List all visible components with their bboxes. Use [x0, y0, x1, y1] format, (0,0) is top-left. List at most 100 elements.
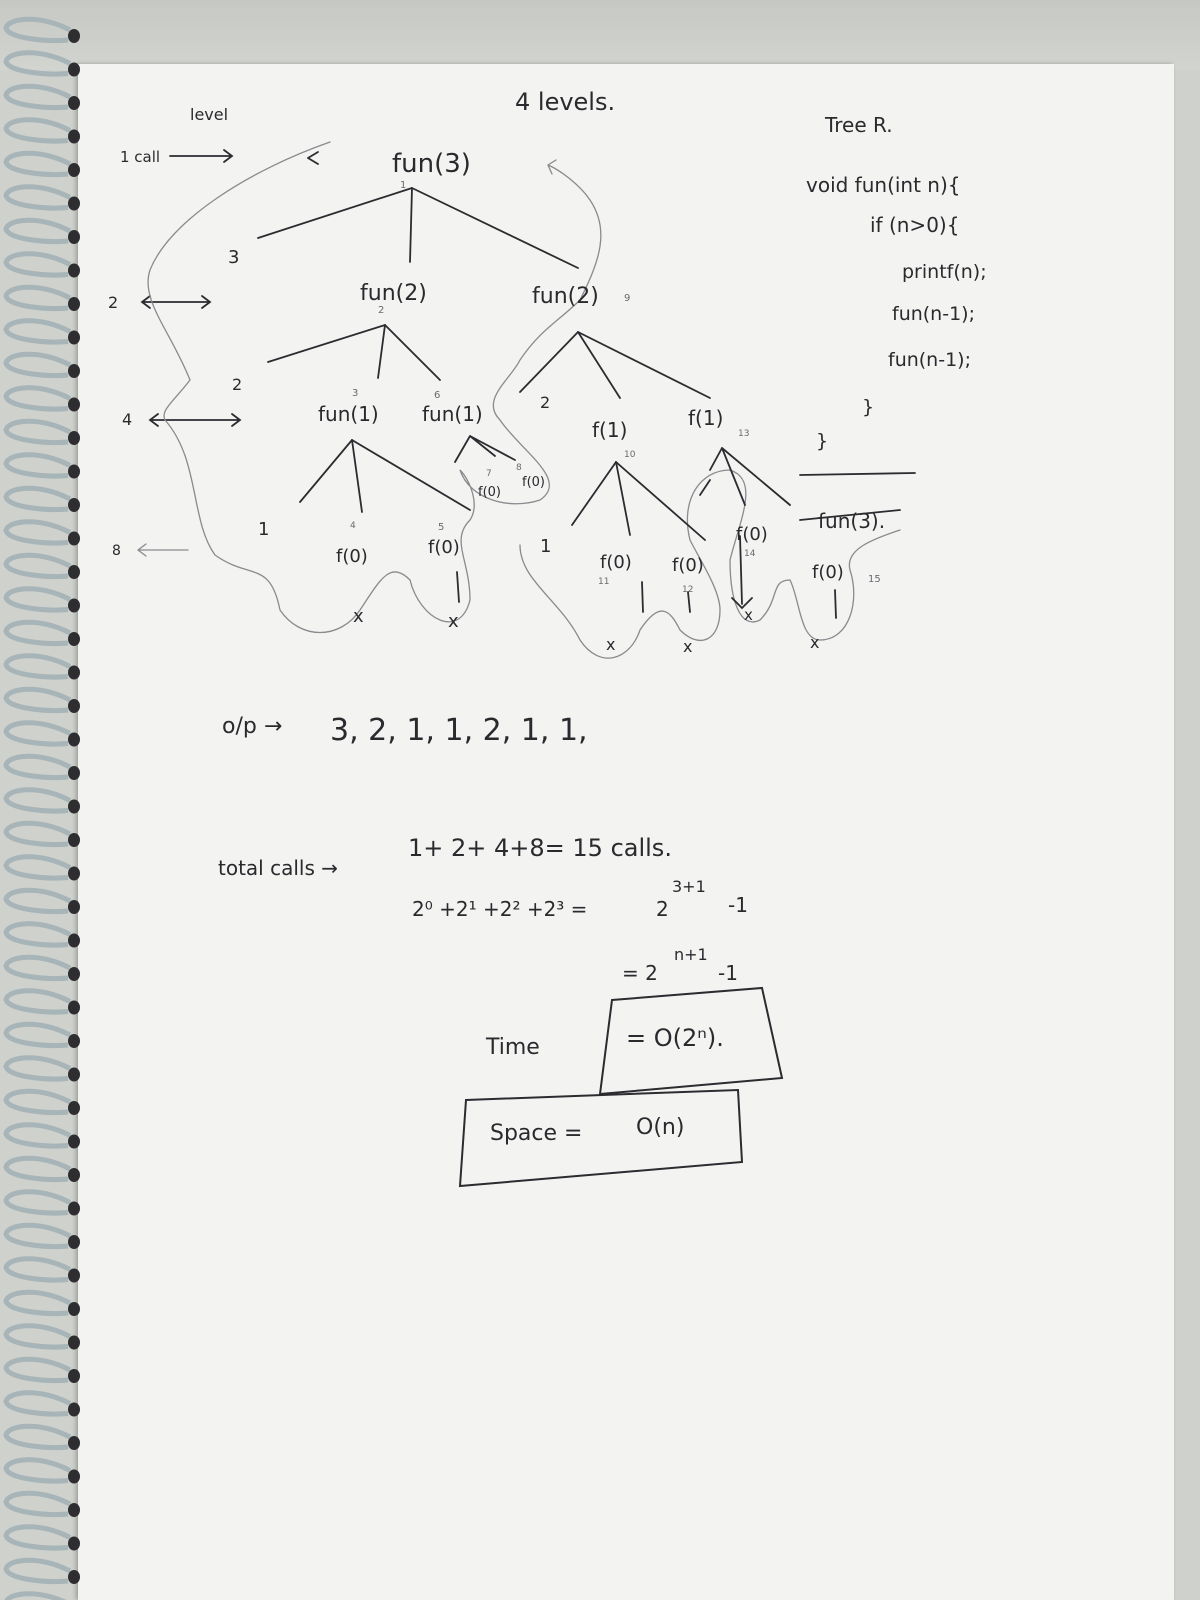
binding-hole — [68, 866, 80, 881]
terminator-1: x — [353, 606, 364, 627]
depth-number-2a: 2 — [232, 375, 242, 394]
binding-hole — [68, 1168, 80, 1182]
levels-heading: 4 levels. — [515, 88, 615, 116]
coil-ring — [3, 284, 72, 311]
tree-label: Tree R. — [824, 113, 893, 137]
node-l4-6: f(0) — [812, 562, 844, 583]
order-3: 3 — [352, 388, 358, 399]
node-l2-right: fun(2) — [532, 284, 599, 309]
total-calls-label: total calls → — [218, 856, 338, 880]
order-6: 6 — [434, 390, 440, 401]
order-9: 9 — [624, 293, 630, 304]
code-line-2: if (n>0){ — [870, 213, 959, 237]
notebook-page — [78, 64, 1174, 1600]
coil-ring — [3, 1021, 72, 1048]
call-count-math: total calls → 1+ 2+ 4+8= 15 calls. 2⁰ +2… — [218, 834, 748, 985]
time-value: = O(2ⁿ). — [626, 1024, 724, 1052]
code-line-6: } — [862, 396, 874, 418]
order-12: 12 — [682, 585, 693, 595]
coil-ring — [3, 1557, 72, 1584]
order-5: 5 — [438, 522, 444, 533]
space-value: O(n) — [636, 1115, 684, 1140]
coil-ring — [3, 452, 72, 479]
binding-hole — [68, 1436, 80, 1450]
recursion-tree: fun(3) fun(2) fun(2) fun(1) fun(1) f(1) … — [318, 149, 881, 656]
coil-ring — [3, 418, 72, 445]
binding-hole — [68, 732, 80, 747]
coil-ring — [3, 1055, 72, 1082]
spiral-binding — [3, 16, 80, 1600]
binding-hole — [68, 833, 80, 847]
node-l4-4: f(0) — [672, 555, 704, 576]
binding-hole — [68, 464, 80, 479]
binding-hole — [68, 1034, 80, 1048]
node-root: fun(3) — [392, 149, 471, 179]
binding-hole — [68, 498, 80, 512]
coil-ring — [3, 251, 72, 278]
coil-ring — [3, 83, 72, 110]
depth-number-1b: 1 — [540, 536, 551, 557]
coil-ring — [3, 1323, 72, 1350]
space-box — [458, 1088, 744, 1188]
coil-ring — [3, 1524, 72, 1551]
coil-ring — [3, 150, 72, 177]
order-4: 4 — [350, 521, 356, 531]
binding-hole — [68, 163, 80, 177]
coil-ring — [3, 1356, 72, 1383]
general-base: = 2 — [622, 961, 658, 985]
depth-number-3: 3 — [228, 247, 239, 268]
binding-hole — [68, 531, 80, 546]
space-label: Space = — [490, 1121, 582, 1146]
binding-hole — [68, 933, 80, 948]
order-14: 14 — [744, 549, 756, 559]
binding-hole — [68, 1536, 80, 1551]
coil-ring — [3, 887, 72, 914]
root-pointer-arrow — [307, 151, 319, 165]
level-4-arrow — [136, 543, 189, 557]
node-l3-1: fun(1) — [318, 402, 379, 426]
coil-ring — [3, 954, 72, 981]
coil-ring — [3, 184, 72, 211]
code-line-7: } — [816, 430, 828, 452]
coil-ring — [3, 720, 72, 747]
coil-ring — [3, 820, 72, 847]
binding-hole — [68, 967, 80, 981]
terminator-2: x — [448, 611, 459, 632]
powers-result-tail: -1 — [728, 893, 748, 917]
coil-ring — [3, 619, 72, 646]
order-8: 8 — [516, 463, 522, 473]
node-l3-2: fun(1) — [422, 402, 483, 426]
depth-number-2b: 2 — [540, 393, 550, 412]
order-11: 11 — [598, 577, 609, 587]
code-line-5: fun(n-1); — [888, 349, 971, 371]
binding-hole — [68, 632, 80, 646]
node-small-1: f(0) — [478, 485, 501, 500]
depth-number-1a: 1 — [258, 519, 269, 540]
binding-hole — [68, 598, 80, 613]
node-l4-5: f(0) — [736, 524, 768, 545]
coil-ring — [3, 1390, 72, 1417]
code-caption: fun(3). — [818, 509, 885, 533]
binding-hole — [68, 565, 80, 579]
coil-ring — [3, 1457, 72, 1484]
binding-hole — [68, 263, 80, 278]
node-l4-1: f(0) — [336, 546, 368, 567]
level-count-3: 4 — [122, 410, 132, 429]
coil-ring — [3, 1155, 72, 1182]
coil-ring — [3, 50, 72, 77]
powers-expression: 2⁰ +2¹ +2² +2³ = — [412, 897, 587, 921]
coil-ring — [3, 217, 72, 244]
binding-hole — [68, 1134, 80, 1149]
order-2: 2 — [378, 305, 384, 316]
binding-hole — [68, 96, 80, 110]
total-calls-sum: 1+ 2+ 4+8= 15 calls. — [408, 834, 672, 862]
coil-ring — [3, 351, 72, 378]
binding-hole — [68, 900, 80, 914]
binding-hole — [68, 766, 80, 780]
binding-hole — [68, 1268, 80, 1283]
time-label: Time — [485, 1035, 540, 1060]
coil-ring — [3, 1423, 72, 1450]
binding-hole — [68, 1335, 80, 1350]
traversal-path — [147, 141, 901, 659]
terminator-3: x — [606, 635, 615, 654]
